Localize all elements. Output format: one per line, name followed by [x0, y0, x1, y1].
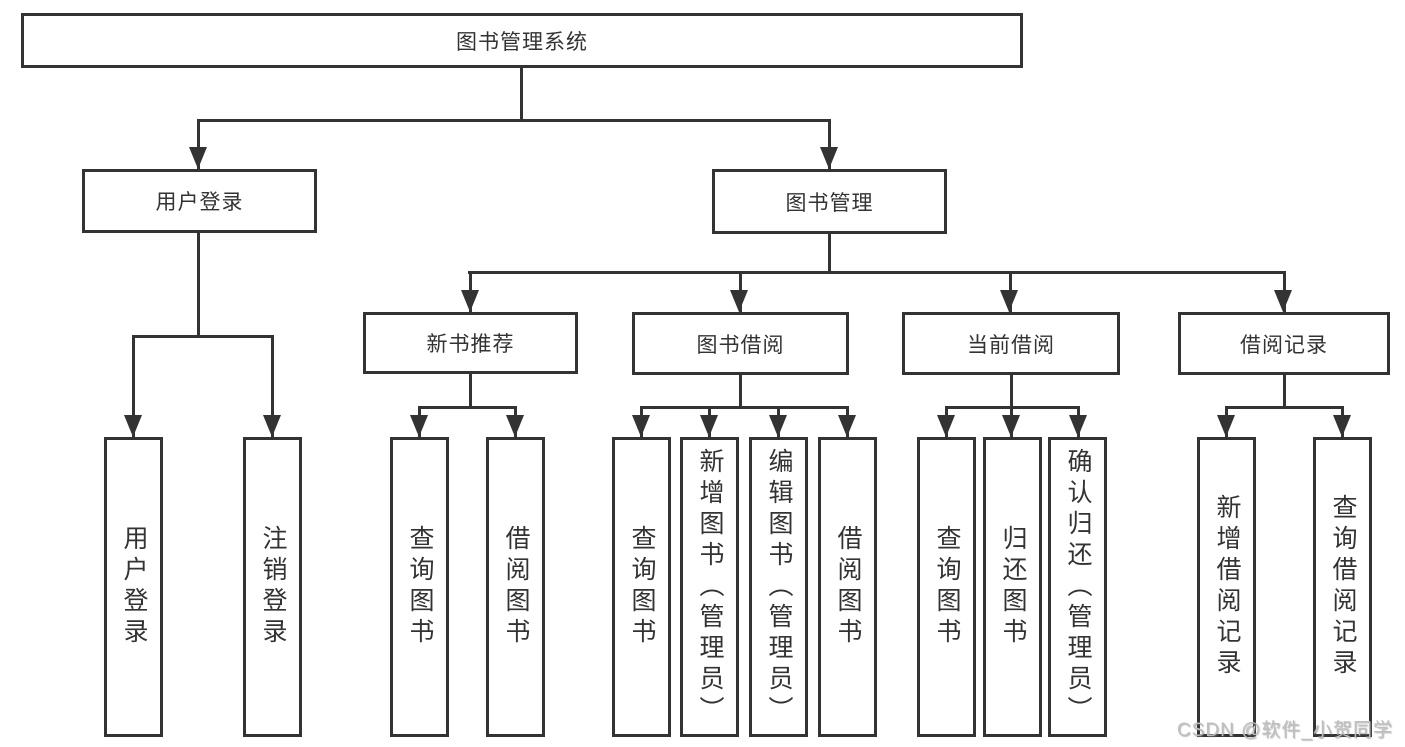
connector-user-login-rail [132, 335, 274, 338]
leaf-bb-add-books-label: 新增图书（管理员） [696, 447, 724, 727]
arrow-down-icon [1217, 415, 1235, 437]
leaf-cb-query-books: 查询图书 [917, 437, 976, 737]
node-user-login-label: 用户登录 [155, 191, 244, 214]
leaf-br-query-record-label: 查询借阅记录 [1329, 494, 1357, 680]
connector-nbr-rail [418, 406, 517, 409]
leaf-bb-borrow-books: 借阅图书 [818, 437, 877, 737]
leaf-cb-return-books: 归还图书 [983, 437, 1042, 737]
connector-root-trunk [520, 68, 523, 121]
node-book-borrowing: 图书借阅 [632, 312, 849, 375]
leaf-nbr-query-books-label: 查询图书 [406, 525, 434, 649]
connector-nbr-trunk [469, 374, 472, 408]
leaf-cb-return-books-label: 归还图书 [999, 525, 1027, 649]
leaf-bb-add-books: 新增图书（管理员） [680, 437, 739, 737]
arrow-down-icon [461, 290, 479, 312]
arrow-down-icon [1333, 415, 1351, 437]
arrow-down-icon [820, 147, 838, 169]
arrow-down-icon [189, 147, 207, 169]
node-new-book-recommend-label: 新书推荐 [426, 333, 515, 356]
leaf-br-add-record: 新增借阅记录 [1197, 437, 1256, 737]
leaf-user-login-label: 用户登录 [120, 525, 148, 649]
arrow-down-icon [1002, 415, 1020, 437]
node-book-borrowing-label: 图书借阅 [696, 333, 785, 357]
connector-book-management-trunk [828, 234, 831, 274]
node-book-management-label: 图书管理 [785, 191, 874, 215]
connector-br-rail [1225, 406, 1344, 409]
node-root-label: 图书管理系统 [456, 30, 588, 54]
leaf-nbr-query-books: 查询图书 [390, 437, 449, 737]
leaf-cb-query-books-label: 查询图书 [933, 525, 961, 649]
connector-bb-rail [640, 406, 849, 409]
arrow-down-icon [506, 415, 524, 437]
leaf-cb-confirm-return: 确认归还（管理员） [1048, 437, 1107, 737]
arrow-down-icon [730, 290, 748, 312]
node-borrowing-records-label: 借阅记录 [1240, 333, 1328, 357]
leaf-nbr-borrow-books-label: 借阅图书 [502, 525, 530, 649]
node-new-book-recommend: 新书推荐 [363, 312, 578, 374]
connector-br-trunk [1283, 375, 1286, 408]
csdn-watermark: CSDN @软件_小贺同学 [1177, 720, 1393, 741]
arrow-down-icon [937, 415, 955, 437]
arrow-down-icon [632, 415, 650, 437]
arrow-down-icon [124, 415, 142, 437]
connector-root-drop-left [197, 119, 200, 169]
connector-root-drop-right [828, 119, 831, 169]
connector-user-login-drop-2 [271, 335, 274, 437]
node-borrowing-records: 借阅记录 [1178, 312, 1390, 375]
leaf-user-login: 用户登录 [104, 437, 163, 737]
node-user-login: 用户登录 [82, 169, 317, 233]
connector-book-management-rail [468, 271, 1286, 274]
leaf-br-add-record-label: 新增借阅记录 [1213, 494, 1241, 680]
node-book-management: 图书管理 [712, 169, 947, 234]
leaf-bb-query-books-label: 查询图书 [628, 525, 656, 649]
arrow-down-icon [1000, 290, 1018, 312]
node-root: 图书管理系统 [21, 13, 1023, 68]
node-current-borrowing: 当前借阅 [902, 312, 1120, 375]
arrow-down-icon [838, 415, 856, 437]
arrow-down-icon [1274, 290, 1292, 312]
connector-root-rail [197, 119, 831, 122]
connector-user-login-trunk [197, 233, 200, 337]
arrow-down-icon [410, 415, 428, 437]
leaf-bb-edit-books-label: 编辑图书（管理员） [765, 447, 793, 727]
connector-bb-trunk [739, 374, 742, 408]
arrow-down-icon [769, 415, 787, 437]
arrow-down-icon [263, 415, 281, 437]
leaf-nbr-borrow-books: 借阅图书 [486, 437, 545, 737]
leaf-br-query-record: 查询借阅记录 [1313, 437, 1372, 737]
leaf-logout: 注销登录 [243, 437, 302, 737]
connector-user-login-drop-1 [132, 335, 135, 437]
node-current-borrowing-label: 当前借阅 [967, 333, 1055, 357]
arrow-down-icon [700, 415, 718, 437]
leaf-bb-borrow-books-label: 借阅图书 [834, 525, 862, 649]
leaf-bb-edit-books: 编辑图书（管理员） [749, 437, 808, 737]
connector-cb-trunk [1010, 375, 1013, 408]
arrow-down-icon [1069, 415, 1087, 437]
leaf-bb-query-books: 查询图书 [612, 437, 671, 737]
leaf-logout-label: 注销登录 [259, 525, 287, 649]
leaf-cb-confirm-return-label: 确认归还（管理员） [1064, 447, 1092, 727]
